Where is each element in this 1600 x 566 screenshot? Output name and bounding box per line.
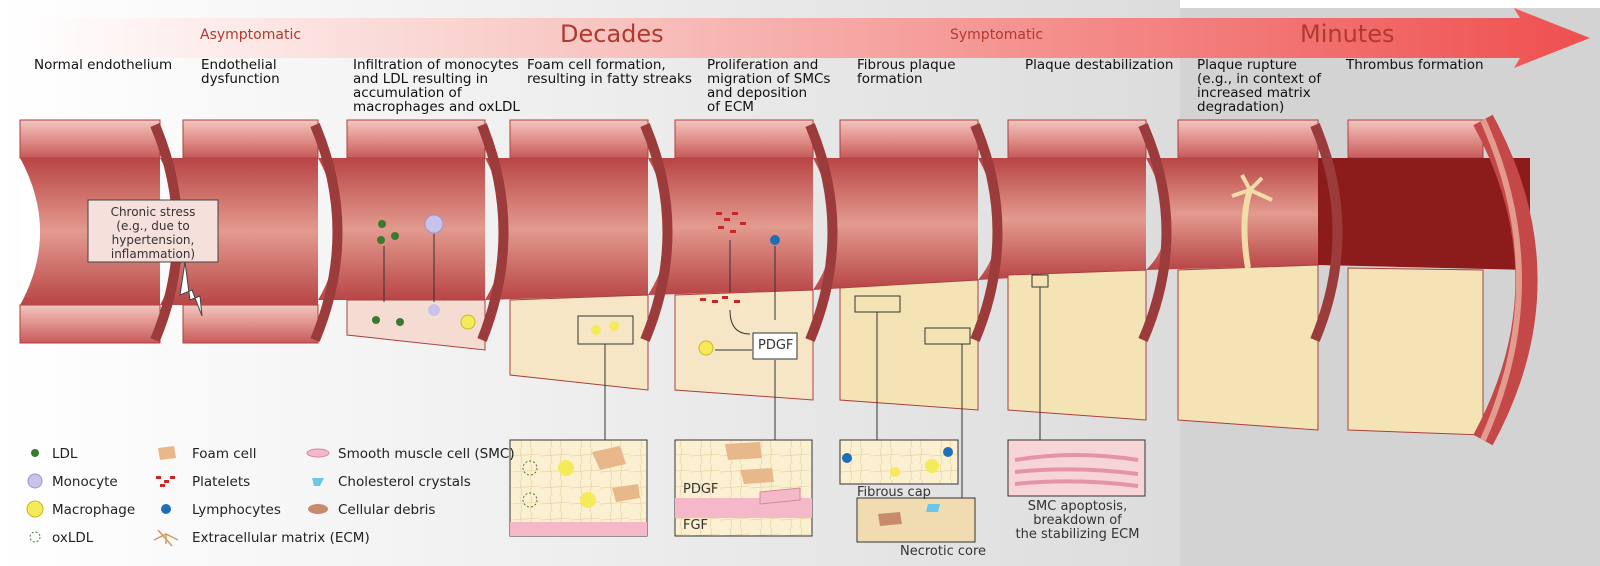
cholesterol-crystals-icon — [312, 478, 324, 486]
necrotic-core-label: Necrotic core — [900, 544, 987, 559]
foam-cell-icon — [158, 446, 176, 460]
fgf-inset-label: FGF — [683, 518, 709, 533]
stage-title-3: Infiltration of monocytes and LDL result… — [353, 57, 520, 115]
timeline-arrow — [20, 8, 1590, 68]
inset-necrotic-core — [856, 497, 976, 543]
callout-box — [87, 199, 219, 263]
monocyte-icon — [27, 473, 43, 489]
monocyte-cell — [424, 214, 444, 234]
vessel-segment-5 — [640, 119, 814, 401]
ldl-icon — [31, 449, 39, 457]
legend-foam-cell: Foam cell — [192, 446, 257, 462]
oxldl-icon — [29, 531, 41, 543]
legend-cellular-debris: Cellular debris — [338, 502, 436, 518]
ecm-icon — [153, 529, 179, 547]
platelet-cluster — [700, 212, 746, 303]
ldl-particle — [377, 236, 385, 244]
stage-title-2: Endothelial dysfunction — [201, 57, 280, 87]
zoom-box — [924, 327, 971, 345]
legend-monocyte: Monocyte — [52, 474, 118, 490]
vessel-segment-4 — [477, 119, 649, 391]
legend-platelets: Platelets — [192, 474, 251, 490]
macrophage-icon — [26, 500, 44, 518]
legend-ldl: LDL — [52, 446, 78, 462]
vessel-segment-3 — [310, 119, 486, 351]
stage-title-6: Fibrous plaque formation — [857, 57, 956, 87]
decades-label: Decades — [560, 20, 664, 48]
legend-lymphocytes: Lymphocytes — [192, 502, 281, 518]
vessel-segment-7 — [970, 119, 1147, 421]
legend-ecm: Extracellular matrix (ECM) — [192, 530, 370, 546]
fibrous-cap-label: Fibrous cap — [857, 485, 931, 500]
platelets-icon — [156, 476, 175, 487]
stage-title-1: Normal endothelium — [34, 57, 173, 73]
ldl-particle — [391, 232, 399, 240]
ldl-particle — [378, 220, 386, 228]
legend-oxldl: oxLDL — [52, 530, 94, 546]
stage-title-5: Proliferation and migration of SMCs and … — [707, 57, 831, 115]
legend-cholesterol-crystals: Cholesterol crystals — [338, 474, 471, 490]
inset-fibrous-cap — [839, 439, 959, 485]
stage-title-4: Foam cell formation, resulting in fatty … — [527, 57, 692, 87]
inset-smc-apoptosis — [1007, 439, 1146, 497]
vessel-segment-6 — [805, 119, 979, 411]
stage-title-8: Plaque rupture (e.g., in context of incr… — [1197, 57, 1322, 115]
pdgf-inset-label: PDGF — [683, 482, 719, 497]
smc-icon — [306, 448, 330, 458]
pdgf-box — [752, 332, 798, 360]
lymphocytes-icon — [161, 504, 171, 514]
stage-title-9: Thrombus formation — [1346, 57, 1484, 73]
pdgf-box-label: PDGF — [758, 338, 794, 353]
lymphocyte-cell — [770, 235, 780, 245]
cellular-debris-icon — [308, 504, 328, 514]
symptomatic-label: Symptomatic — [950, 27, 1044, 43]
callout-text: Chronic stress (e.g., due to hypertensio… — [110, 205, 196, 261]
vessel-segment-9 — [1310, 114, 1538, 446]
minutes-label: Minutes — [1300, 20, 1395, 48]
vessel-segment-8 — [1138, 119, 1319, 431]
smc-apoptosis-label: SMC apoptosis, breakdown of the stabiliz… — [1015, 499, 1140, 542]
asymptomatic-label: Asymptomatic — [200, 27, 302, 43]
stage-title-7: Plaque destabilization — [1025, 57, 1174, 73]
legend-smc: Smooth muscle cell (SMC) — [338, 446, 515, 462]
legend-macrophage: Macrophage — [52, 502, 136, 518]
